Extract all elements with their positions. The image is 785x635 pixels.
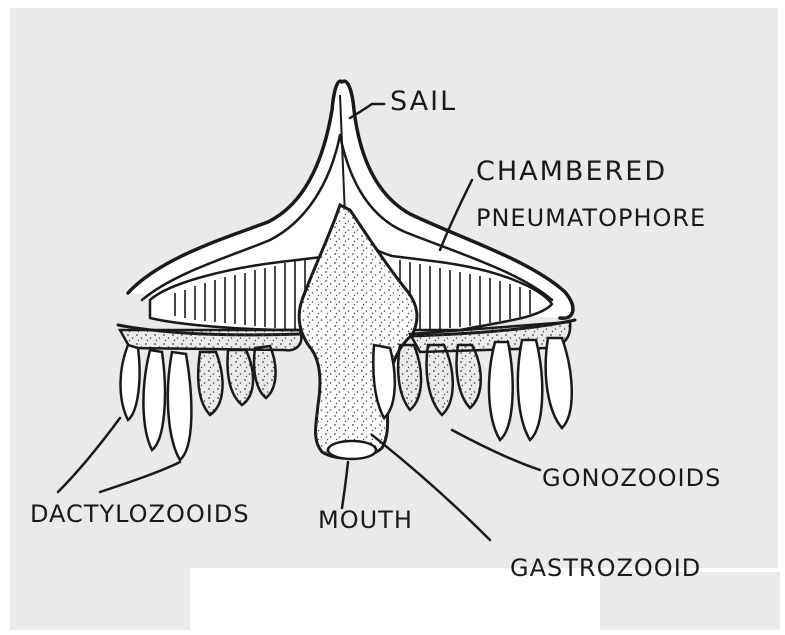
label-gonozooids: GONOZOOIDS — [542, 464, 721, 492]
label-gastrozooid: GASTROZOOID — [510, 554, 701, 582]
paper-bottom-patch — [10, 568, 190, 630]
label-dactylozooids: DACTYLOZOOIDS — [30, 500, 250, 528]
gastrozooid-mouth — [328, 441, 376, 459]
label-pneumatophore: PNEUMATOPHORE — [476, 204, 706, 232]
dactylozooid-right-1 — [489, 342, 513, 440]
label-mouth: MOUTH — [318, 506, 413, 534]
label-chambered: CHAMBERED — [476, 156, 667, 187]
label-sail: SAIL — [390, 86, 457, 117]
